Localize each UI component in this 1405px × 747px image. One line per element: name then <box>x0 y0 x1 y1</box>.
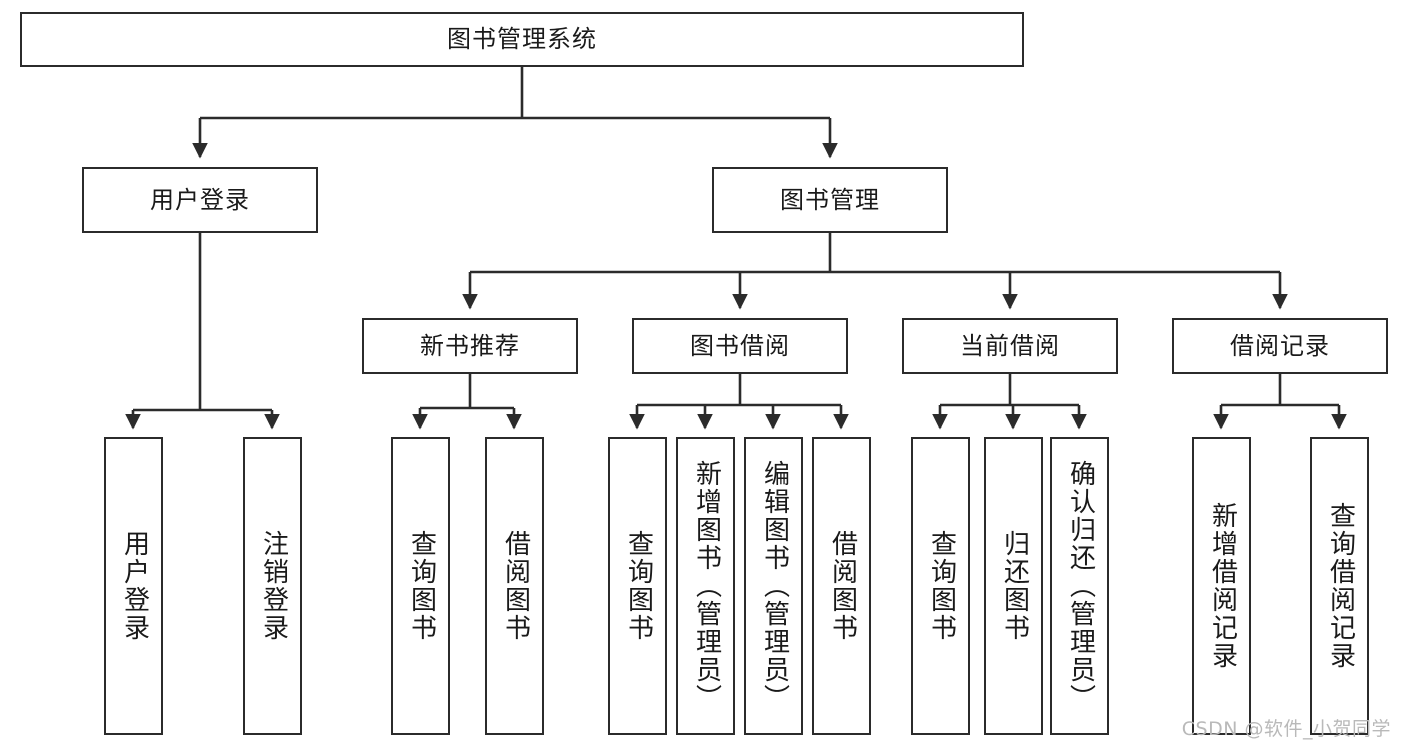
node-leaf-return-book-label: 归还图书 <box>999 530 1030 642</box>
node-leaf-add-borrow-record-label: 新增借阅记录 <box>1207 502 1238 670</box>
node-leaf-borrow-book[interactable]: 借阅图书 <box>812 437 871 735</box>
node-current-borrow-label: 当前借阅 <box>960 331 1060 360</box>
node-root[interactable]: 图书管理系统 <box>20 12 1024 67</box>
node-leaf-confirm-return[interactable]: 确认归还（管理员） <box>1050 437 1109 735</box>
node-root-label: 图书管理系统 <box>447 25 597 54</box>
node-book-borrow[interactable]: 图书借阅 <box>632 318 848 374</box>
node-current-borrow[interactable]: 当前借阅 <box>902 318 1118 374</box>
node-book-manage[interactable]: 图书管理 <box>712 167 948 233</box>
node-leaf-edit-book-admin[interactable]: 编辑图书（管理员） <box>744 437 803 735</box>
node-leaf-borrow-book-label: 借阅图书 <box>827 530 858 642</box>
node-leaf-query-book-rec[interactable]: 查询图书 <box>391 437 450 735</box>
node-leaf-user-login[interactable]: 用户登录 <box>104 437 163 735</box>
node-leaf-edit-book-admin-label: 编辑图书（管理员） <box>759 460 790 712</box>
node-leaf-user-login-label: 用户登录 <box>119 530 150 642</box>
node-new-book-recommend-label: 新书推荐 <box>420 331 520 360</box>
node-user-login-label: 用户登录 <box>150 185 250 214</box>
node-leaf-add-book-admin-label: 新增图书（管理员） <box>691 460 722 712</box>
node-borrow-record-label: 借阅记录 <box>1230 331 1330 360</box>
node-borrow-record[interactable]: 借阅记录 <box>1172 318 1388 374</box>
node-user-login[interactable]: 用户登录 <box>82 167 318 233</box>
watermark-text: CSDN @软件_小贺同学 <box>1181 718 1391 740</box>
node-leaf-query-book-borrow-label: 查询图书 <box>623 530 654 642</box>
node-leaf-query-book-borrow[interactable]: 查询图书 <box>608 437 667 735</box>
node-leaf-user-logout-label: 注销登录 <box>258 530 289 642</box>
node-leaf-query-book-current[interactable]: 查询图书 <box>911 437 970 735</box>
node-leaf-query-book-rec-label: 查询图书 <box>406 530 437 642</box>
node-leaf-return-book[interactable]: 归还图书 <box>984 437 1043 735</box>
node-leaf-query-borrow-record[interactable]: 查询借阅记录 <box>1310 437 1369 735</box>
node-leaf-user-logout[interactable]: 注销登录 <box>243 437 302 735</box>
node-leaf-borrow-book-rec-label: 借阅图书 <box>500 530 531 642</box>
node-leaf-add-borrow-record[interactable]: 新增借阅记录 <box>1192 437 1251 735</box>
node-leaf-add-book-admin[interactable]: 新增图书（管理员） <box>676 437 735 735</box>
node-leaf-confirm-return-label: 确认归还（管理员） <box>1065 460 1096 712</box>
node-new-book-recommend[interactable]: 新书推荐 <box>362 318 578 374</box>
node-leaf-query-borrow-record-label: 查询借阅记录 <box>1325 502 1356 670</box>
node-book-borrow-label: 图书借阅 <box>690 331 790 360</box>
node-book-manage-label: 图书管理 <box>780 185 880 214</box>
node-leaf-borrow-book-rec[interactable]: 借阅图书 <box>485 437 544 735</box>
node-leaf-query-book-current-label: 查询图书 <box>926 530 957 642</box>
